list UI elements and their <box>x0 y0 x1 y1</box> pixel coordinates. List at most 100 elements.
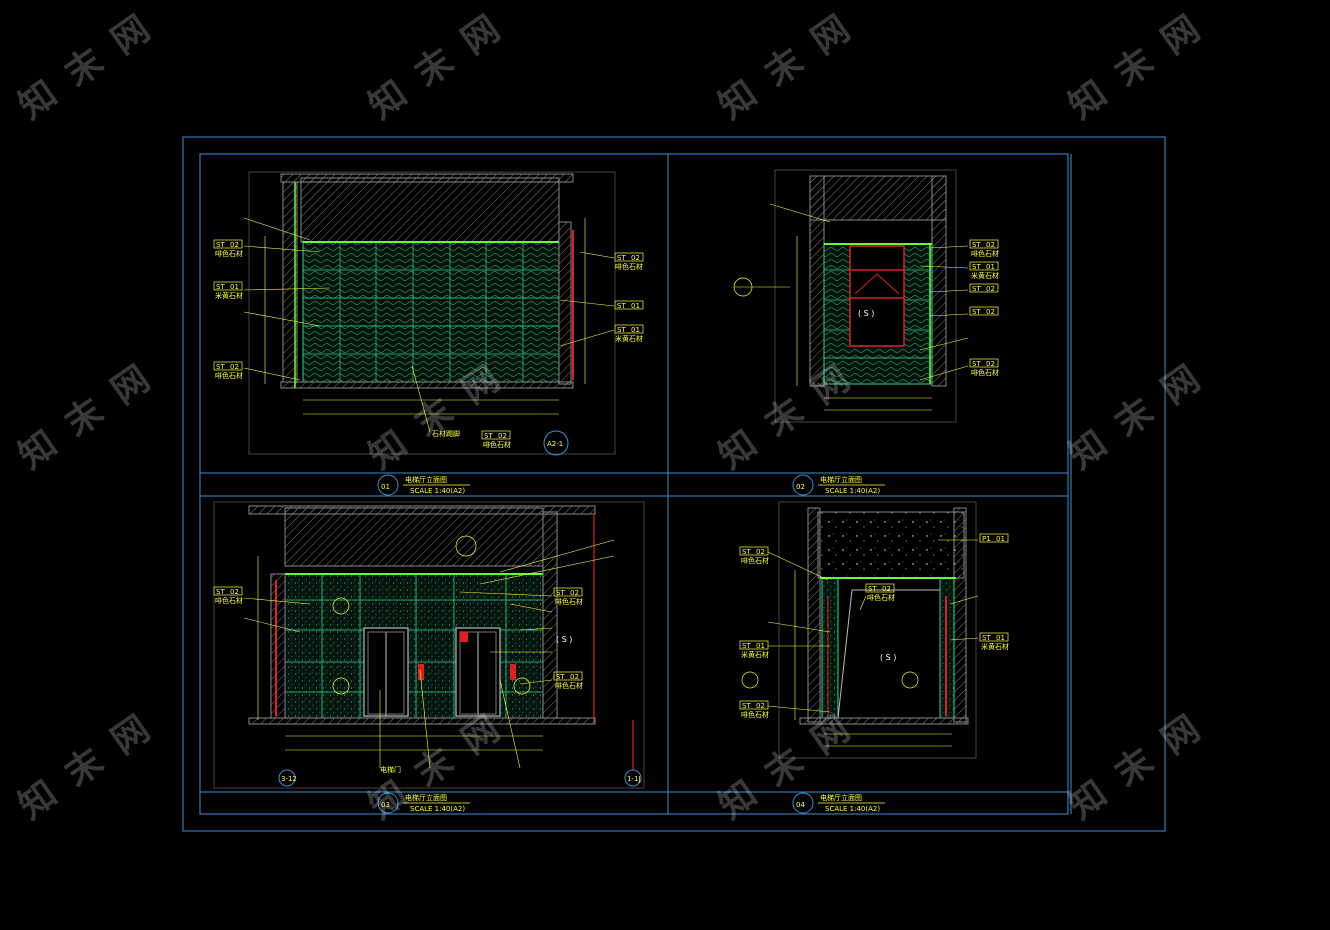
panel-scale: SCALE 1:40(A2) <box>825 805 880 813</box>
watermark-text: 知 末 网 <box>362 6 511 127</box>
watermark-text: 知 末 网 <box>12 6 161 127</box>
tag-p: P1 <box>982 535 991 543</box>
section-marker: 3-12 <box>281 775 297 783</box>
title-block-03: 03 电梯厅立面图 SCALE 1:40(A2) <box>377 792 470 814</box>
tag-no: 02 <box>498 432 507 440</box>
note-door: 电梯门 <box>380 765 401 774</box>
watermark-text: 知 末 网 <box>12 706 161 827</box>
note-stone: 啡色石材 <box>741 556 769 565</box>
note-stone: 啡色石材 <box>971 368 999 377</box>
panel-scale: SCALE 1:40(A2) <box>410 487 465 495</box>
note-stone: 啡色石材 <box>555 681 583 690</box>
tag-st: ST <box>216 241 225 249</box>
panel-number: 04 <box>796 801 805 809</box>
tag-st: ST <box>868 585 877 593</box>
watermark-text: 知 末 网 <box>712 6 861 127</box>
tag-st: ST <box>742 548 751 556</box>
tag-no: 02 <box>986 285 995 293</box>
note-stone: 啡色石材 <box>741 710 769 719</box>
note-stone: 米黄石材 <box>215 291 243 300</box>
tag-no: 01 <box>631 302 640 310</box>
watermark-text: 知 末 网 <box>1062 6 1211 127</box>
tag-st: ST <box>972 360 981 368</box>
sheet-outer-frame <box>182 136 1166 832</box>
section-marker: 1-1J <box>627 775 641 783</box>
section-marker: A2-1 <box>547 440 563 448</box>
watermark-text: 知 末 网 <box>12 356 161 477</box>
tag-st: ST <box>982 634 991 642</box>
tag-no: 02 <box>756 548 765 556</box>
title-block-01: 01 电梯厅立面图 SCALE 1:40(A2) <box>377 474 470 496</box>
tag-no: 02 <box>986 308 995 316</box>
note-stone: 啡色石材 <box>215 596 243 605</box>
title-block-02: 02 电梯厅立面图 SCALE 1:40(A2) <box>792 474 885 496</box>
tag-st: ST <box>216 363 225 371</box>
note-stone: 啡色石材 <box>555 597 583 606</box>
watermark-text: 知 末 网 <box>1062 356 1211 477</box>
panel-title: 电梯厅立面图 <box>820 793 862 802</box>
panel-title: 电梯厅立面图 <box>820 475 862 484</box>
note-stone: 米黄石材 <box>615 334 643 343</box>
note-stone: 米黄石材 <box>981 642 1009 651</box>
tag-st: ST <box>617 254 626 262</box>
tag-no: 01 <box>996 634 1005 642</box>
panel-04-elevation: ( S ) ST 02 啡色石材 ST 01 米黄石材 ST 02 啡色石材 S… <box>739 501 1009 759</box>
tag-st: ST <box>216 588 225 596</box>
tag-no: 02 <box>986 360 995 368</box>
tag-st: ST <box>972 285 981 293</box>
panel-03-marks: ( S ) <box>556 635 572 644</box>
tag-st: ST <box>556 589 565 597</box>
tag-no: 02 <box>986 241 995 249</box>
panel-scale: SCALE 1:40(A2) <box>825 487 880 495</box>
note-skirting: 石材踢脚 <box>432 429 460 438</box>
panel-number: 02 <box>796 483 805 491</box>
tag-st: ST <box>742 642 751 650</box>
note-stone: 啡色石材 <box>215 371 243 380</box>
panel-02-elevation: ( S ) ST 02 啡色石材 ST 01 米黄石材 ST 02 ST <box>733 169 999 423</box>
panel-title: 电梯厅立面图 <box>405 475 447 484</box>
note-stone: 啡色石材 <box>615 262 643 271</box>
tag-st: ST <box>216 283 225 291</box>
watermarks: 知 末 网 知 末 网 知 末 网 知 末 网 知 末 网 知 末 网 知 末 … <box>12 6 1211 827</box>
tag-no: 02 <box>230 241 239 249</box>
watermark-text: 知 末 网 <box>1062 706 1211 827</box>
tag-no: 02 <box>230 363 239 371</box>
sheet-inner-frame <box>199 153 1069 815</box>
panel-01-elevation: ST 02 啡色石材 ST 01 米黄石材 ST 02 啡色石材 ST 02 啡… <box>213 171 644 456</box>
tag-st: ST <box>556 673 565 681</box>
tag-st: ST <box>617 302 626 310</box>
tag-no: 01 <box>631 326 640 334</box>
tag-st: ST <box>742 702 751 710</box>
cabinet-marks: ( S ) <box>858 309 874 318</box>
note-stone: 米黄石材 <box>971 271 999 280</box>
note-stone: 啡色石材 <box>971 249 999 258</box>
tag-no: 02 <box>570 589 579 597</box>
panel-02-cabinet <box>849 245 905 347</box>
panel-03-elevation: ( S ) ST 02 啡色石材 ST 02 啡色石材 ST 02 <box>213 501 645 789</box>
tag-no: 02 <box>570 673 579 681</box>
panel-scale: SCALE 1:40(A2) <box>410 805 465 813</box>
panel-number: 01 <box>381 483 390 491</box>
tag-no: 01 <box>996 535 1005 543</box>
tag-no: 01 <box>756 642 765 650</box>
tag-no: 02 <box>756 702 765 710</box>
note-stone: 啡色石材 <box>867 593 895 602</box>
tag-st: ST <box>972 308 981 316</box>
note-stone: 啡色石材 <box>215 249 243 258</box>
tag-st: ST <box>972 263 981 271</box>
note-stone: 米黄石材 <box>741 650 769 659</box>
panel-01-tags: ST 02 啡色石材 ST 01 米黄石材 ST 02 啡色石材 ST 02 啡… <box>213 239 644 449</box>
tag-st: ST <box>617 326 626 334</box>
tag-no: 02 <box>631 254 640 262</box>
title-block-04: 04 电梯厅立面图 SCALE 1:40(A2) <box>792 792 885 814</box>
tag-st: ST <box>484 432 493 440</box>
panel-number: 03 <box>381 801 390 809</box>
panel-title: 电梯厅立面图 <box>405 793 447 802</box>
tag-no: 01 <box>230 283 239 291</box>
panel-04-marks: ( S ) <box>880 653 896 662</box>
tag-no: 01 <box>986 263 995 271</box>
note-stone: 啡色石材 <box>483 440 511 449</box>
tag-no: 02 <box>882 585 891 593</box>
tag-st: ST <box>972 241 981 249</box>
